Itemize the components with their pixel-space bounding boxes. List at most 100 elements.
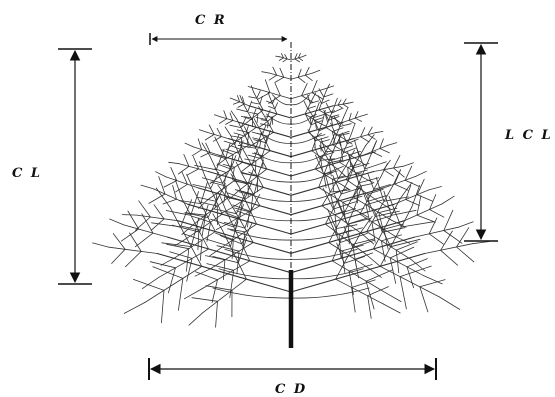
branch	[348, 112, 352, 121]
branch	[242, 103, 257, 128]
branch	[246, 109, 264, 123]
branch	[309, 100, 320, 104]
branch	[351, 287, 356, 313]
branch	[395, 241, 418, 251]
branch	[348, 150, 362, 156]
branch	[337, 172, 362, 179]
branch	[207, 179, 237, 201]
branch	[366, 195, 387, 203]
branch	[311, 120, 324, 152]
branch	[440, 249, 459, 266]
branch	[255, 117, 267, 120]
branch	[314, 154, 325, 175]
branch	[335, 278, 385, 305]
branch	[238, 140, 244, 154]
crown-contour	[266, 113, 292, 125]
branch	[153, 188, 189, 205]
branch	[360, 136, 370, 143]
branch	[307, 109, 317, 133]
branch	[259, 95, 263, 105]
branch	[360, 127, 366, 138]
branch	[284, 54, 288, 60]
crown-contour	[224, 248, 292, 260]
branch	[337, 99, 342, 106]
branch	[216, 127, 222, 138]
branch	[337, 104, 344, 109]
branch	[229, 112, 234, 121]
branch	[230, 135, 244, 163]
branch	[323, 93, 334, 98]
branch	[210, 171, 220, 189]
branch	[312, 92, 317, 99]
branch	[272, 97, 276, 104]
branch	[301, 54, 307, 58]
branch	[180, 199, 193, 228]
branch	[399, 265, 432, 278]
branch	[383, 190, 392, 216]
branch	[204, 133, 215, 141]
crown-contour	[218, 268, 292, 280]
branch	[245, 153, 264, 188]
branch	[416, 178, 425, 196]
crown-contour	[290, 210, 346, 222]
branch	[257, 92, 271, 100]
branch	[342, 132, 348, 145]
branch	[230, 155, 237, 170]
branch	[367, 286, 389, 297]
branch	[318, 147, 335, 188]
branch	[325, 105, 336, 128]
branch	[237, 237, 248, 264]
branch	[320, 137, 326, 153]
crown-contour	[212, 287, 292, 299]
branch	[224, 126, 232, 136]
branch	[236, 118, 250, 146]
branch	[379, 138, 384, 149]
branch	[313, 118, 320, 132]
branch	[234, 99, 250, 107]
branch	[298, 52, 301, 59]
branch	[244, 207, 253, 229]
branch	[411, 184, 421, 208]
branch	[156, 252, 292, 293]
branch	[223, 110, 228, 120]
branch	[92, 242, 110, 248]
branch	[233, 132, 246, 137]
tree-crown	[92, 52, 490, 328]
branch	[214, 136, 221, 149]
branch	[194, 164, 217, 171]
branch	[406, 258, 428, 268]
branch	[416, 195, 422, 216]
branch	[343, 256, 366, 264]
branch	[212, 136, 222, 142]
branch	[336, 119, 344, 125]
branch	[178, 163, 209, 172]
branch	[199, 161, 206, 177]
branch	[150, 218, 165, 231]
branch	[174, 179, 183, 199]
crown-contour	[236, 210, 292, 222]
branch	[365, 199, 384, 206]
branch	[186, 173, 194, 191]
branch	[234, 133, 240, 145]
branch	[456, 227, 470, 248]
branch	[170, 166, 178, 182]
branch	[198, 129, 208, 133]
branch	[201, 214, 206, 237]
branch	[261, 71, 270, 74]
branch	[221, 223, 258, 248]
branch	[366, 185, 394, 233]
branch	[390, 238, 421, 248]
branch	[191, 149, 203, 157]
branch	[209, 155, 230, 198]
branch	[260, 145, 267, 160]
branch	[223, 140, 236, 145]
branch	[256, 90, 261, 99]
branch	[457, 221, 474, 228]
branch	[192, 146, 219, 156]
branch	[314, 136, 329, 142]
branch	[372, 198, 401, 250]
branch	[272, 66, 278, 76]
branch	[208, 124, 215, 135]
crown-diameter-label: C D	[275, 382, 307, 397]
